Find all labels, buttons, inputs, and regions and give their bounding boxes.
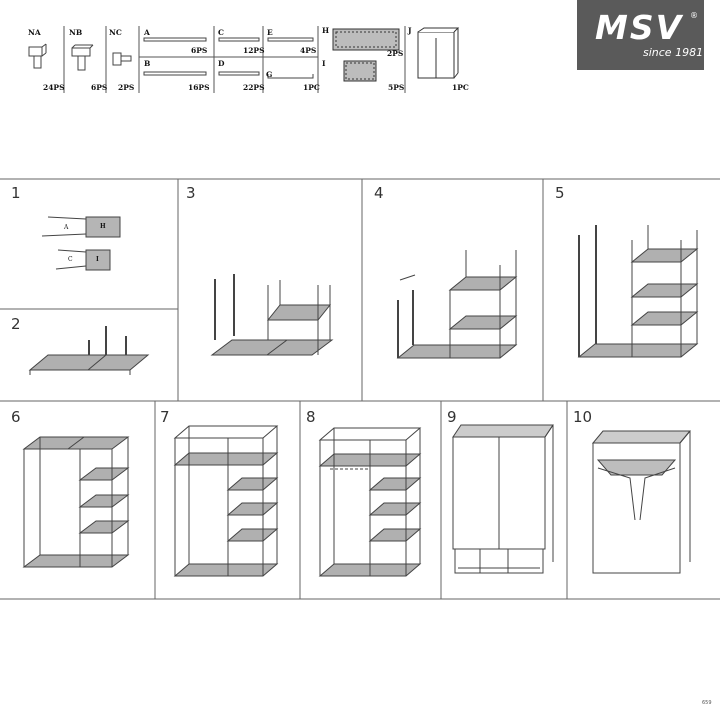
part-code-j: J [408,26,412,35]
step1-label-h: H [100,223,106,230]
step-number-5: 5 [555,184,565,202]
part-code-i: I [322,59,326,68]
part-code-b: B [144,59,151,68]
step8-drawing [318,427,422,577]
step-number-3: 3 [186,184,196,202]
brand-tagline: since 1981 [643,46,704,59]
part-code-g: G [266,70,273,79]
step-number-1: 1 [11,184,21,202]
step-number-6: 6 [11,408,21,426]
part-qty-nc: 2PS [118,83,135,92]
step-number-10: 10 [573,408,593,426]
page-code: 659 [702,700,712,706]
step5-drawing [577,225,699,358]
step1-drawing [41,216,121,271]
connector-nc-icon [112,52,132,66]
part-code-nc: NC [109,28,122,37]
wardrobe-cover-icon [417,27,460,79]
step1-label-c: C [68,256,73,263]
part-code-d: D [218,59,225,68]
step1-label-i: I [96,256,99,263]
part-code-nb: NB [69,28,83,37]
part-code-e: E [267,28,273,37]
part-qty-g: 1PC [303,83,320,92]
connector-na-icon [28,43,47,69]
part-code-h: H [322,26,330,35]
step7-drawing [173,425,279,577]
step2-drawing [28,326,150,375]
shelf-panel-icons [332,28,400,82]
part-code-na: NA [28,28,41,37]
step10-drawing [591,430,692,574]
step-number-9: 9 [447,408,457,426]
brand-name: MSV [595,8,684,47]
part-qty-e: 4PS [300,46,317,55]
step3-drawing [210,274,334,356]
part-qty-c: 12PS [243,46,265,55]
step4-drawing [396,250,518,359]
step6-drawing [22,436,130,568]
step-number-7: 7 [160,408,170,426]
step-number-2: 2 [11,315,21,333]
tube-icons [143,37,314,79]
part-qty-j: 1PC [452,83,469,92]
part-qty-na: 24PS [43,83,65,92]
step1-label-a: A [64,224,69,231]
step-number-8: 8 [306,408,316,426]
part-qty-nb: 6PS [91,83,108,92]
step-grid-lines [0,178,720,600]
parts-legend-art [28,26,460,93]
registered-mark: ® [690,11,698,20]
part-qty-b: 16PS [188,83,210,92]
brand-logo: MSV ® since 1981 [577,0,704,70]
part-qty-d: 22PS [243,83,265,92]
step-number-4: 4 [374,184,384,202]
step9-drawing [452,424,554,574]
part-code-c: C [218,28,224,37]
part-code-a: A [144,28,150,37]
part-qty-h: 2PS [387,49,404,58]
part-qty-i: 5PS [388,83,405,92]
part-qty-a: 6PS [191,46,208,55]
connector-nb-icon [71,44,94,71]
